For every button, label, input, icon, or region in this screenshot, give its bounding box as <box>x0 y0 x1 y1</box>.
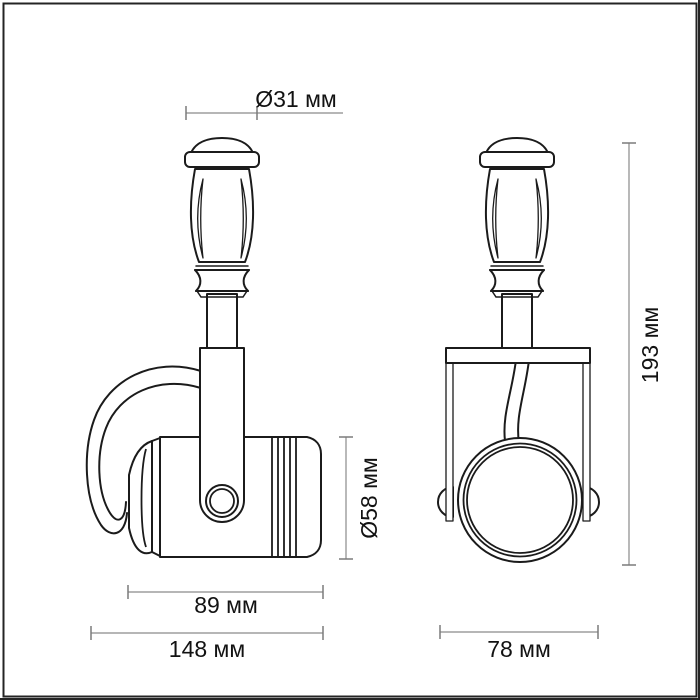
overall-length-label: 148 мм <box>169 636 245 662</box>
height-label: 193 мм <box>637 307 663 383</box>
yoke-top-bar <box>445 347 591 364</box>
lamp-head-outer <box>457 437 583 563</box>
dim-body-length: 89 мм <box>127 585 324 618</box>
handle-front-view <box>479 137 555 349</box>
front-ring-grooves <box>271 437 297 557</box>
rear-cap <box>128 440 153 555</box>
handle-side-view <box>184 137 260 349</box>
rear-cap-contour <box>140 448 147 548</box>
power-cable-side <box>85 365 202 535</box>
side-view <box>85 137 322 558</box>
cable-line <box>503 359 517 442</box>
front-view <box>437 137 600 563</box>
body-length-label: 89 мм <box>194 592 258 618</box>
yoke-arm-left <box>445 362 454 522</box>
lens-diameter-label: Ø58 мм <box>356 457 382 539</box>
yoke-arm-right <box>582 362 591 522</box>
mounting-arm <box>199 347 245 523</box>
lamp-head-front <box>457 437 583 563</box>
lens-ring <box>466 446 574 554</box>
cable-inner-line <box>98 382 202 521</box>
dim-overall-length: 148 мм <box>90 626 324 662</box>
dim-knob-diameter: Ø31 мм <box>185 86 343 120</box>
yoke-frame <box>445 347 591 522</box>
pivot-knob-inner <box>209 488 235 514</box>
rear-step-ring <box>151 437 161 557</box>
knob-diameter-label: Ø31 мм <box>255 86 337 112</box>
cable-outer-line <box>85 365 202 535</box>
dim-lens-diameter: Ø58 мм <box>339 436 382 560</box>
width-label: 78 мм <box>487 636 551 662</box>
power-cable-front <box>503 359 530 444</box>
dim-width: 78 мм <box>439 625 599 662</box>
lens-bezel-ring <box>462 442 578 558</box>
dim-height: 193 мм <box>622 142 663 566</box>
cable-line <box>517 359 530 444</box>
arm-bracket <box>199 347 245 523</box>
